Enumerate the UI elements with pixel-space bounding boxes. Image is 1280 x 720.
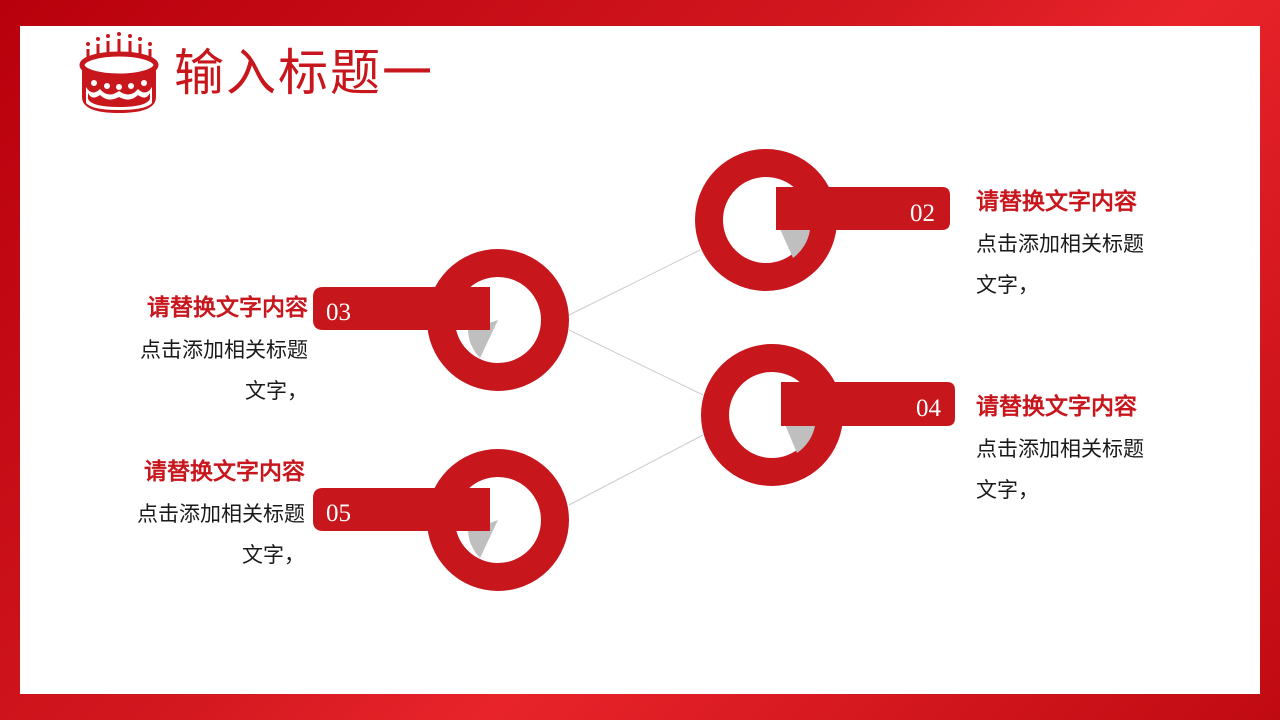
node-04-body: 点击添加相关标题 文字， — [976, 427, 1176, 513]
node-05-graphic — [313, 449, 569, 591]
node-03-graphic — [313, 249, 569, 391]
node-04-number: 04 — [916, 395, 941, 422]
node-05-body-line2: 文字， — [242, 543, 305, 567]
node-03-body-line2: 文字， — [245, 379, 308, 403]
node-02-body-line2: 文字， — [976, 273, 1039, 297]
node-04-graphic — [701, 344, 955, 486]
node-05-text: 请替换文字内容 点击添加相关标题 文字， — [105, 456, 305, 578]
node-04-heading: 请替换文字内容 — [976, 393, 1137, 420]
node-02-heading: 请替换文字内容 — [976, 188, 1137, 215]
node-05-body-line1: 点击添加相关标题 — [137, 502, 305, 526]
node-02-number: 02 — [910, 200, 935, 227]
node-03-heading: 请替换文字内容 — [147, 294, 308, 321]
connector-lines — [568, 249, 704, 506]
node-03-text: 请替换文字内容 点击添加相关标题 文字， — [108, 292, 308, 414]
node-02-graphic — [695, 149, 950, 291]
node-02-body-line1: 点击添加相关标题 — [976, 232, 1144, 256]
node-03-body-line1: 点击添加相关标题 — [140, 338, 308, 362]
node-02-text: 请替换文字内容 点击添加相关标题 文字， — [976, 186, 1176, 308]
node-04-body-line2: 文字， — [976, 478, 1039, 502]
slide-panel — [20, 26, 1260, 694]
node-04-body-line1: 点击添加相关标题 — [976, 437, 1144, 461]
node-05-number: 05 — [326, 500, 351, 527]
node-05-heading: 请替换文字内容 — [144, 458, 305, 485]
slide-header: 输入标题一 — [78, 30, 434, 116]
birthday-cake-icon — [79, 32, 159, 113]
node-03-number: 03 — [326, 299, 351, 326]
slide-title: 输入标题一 — [174, 44, 434, 102]
node-03-body: 点击添加相关标题 文字， — [108, 328, 308, 414]
node-02-body: 点击添加相关标题 文字， — [976, 222, 1176, 308]
node-04-text: 请替换文字内容 点击添加相关标题 文字， — [976, 391, 1176, 513]
node-05-body: 点击添加相关标题 文字， — [105, 492, 305, 578]
